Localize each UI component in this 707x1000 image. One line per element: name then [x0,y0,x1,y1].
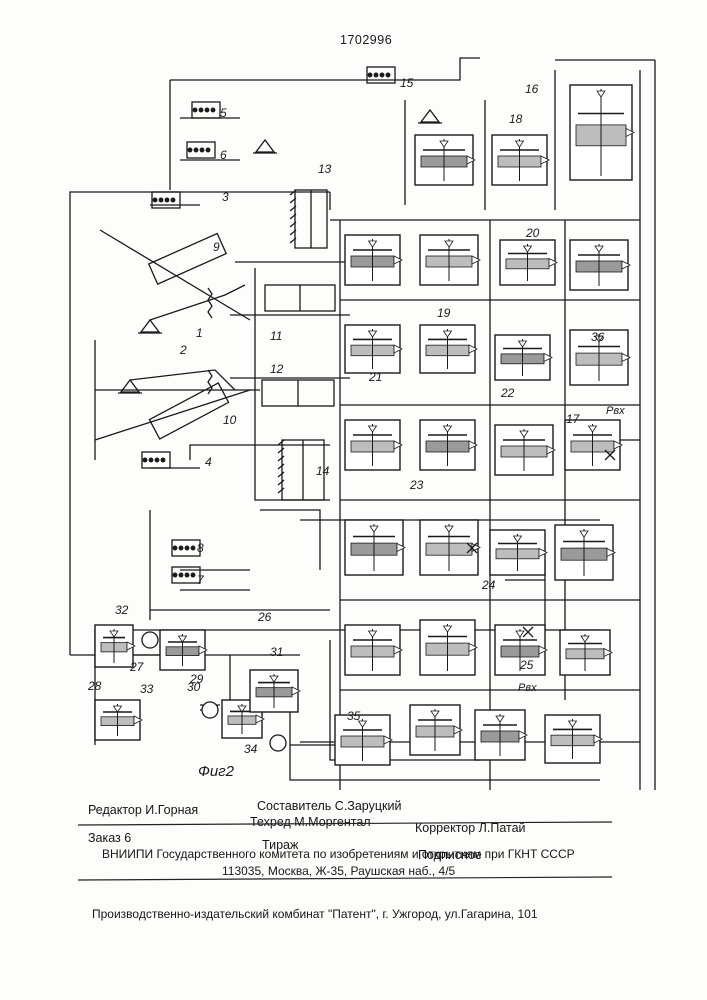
publisher-line: Производственно-издательский комбинат "П… [92,907,538,921]
ref-label-10: 10 [223,413,236,427]
logic-element [555,525,615,580]
ref-label-20: 20 [526,226,539,240]
logic-element [420,325,477,373]
logic-element [565,420,622,470]
logic-element [335,715,392,765]
logic-element [250,670,300,712]
ref-label-5: 5 [220,106,227,120]
logic-element [345,520,405,575]
ref-label-25: 25 [520,658,533,672]
logic-element [420,235,480,285]
corrector-line: Корректор Л.Патай [415,821,526,835]
logic-element [490,530,547,575]
ref-label-35: 35 [347,709,360,723]
logic-element [160,630,207,670]
ref-label-22: 22 [501,386,514,400]
logic-element [410,705,462,755]
logic-element [560,630,612,675]
ref-label-33: 33 [140,682,153,696]
ref-label-17: 17 [566,412,579,426]
techred-line: Техред М.Моргентал [250,815,371,829]
pneumatic-schematic [0,0,707,790]
logic-element [570,240,630,290]
ref-label-4: 4 [205,455,212,469]
logic-element [420,420,477,470]
ref-label-28: 28 [88,679,101,693]
ref-label-34: 34 [244,742,257,756]
ref-label-15: 15 [400,76,413,90]
logic-element [345,235,402,285]
figure-caption: Фиг2 [198,763,234,780]
logic-element [95,625,135,667]
logic-element [415,135,475,185]
ref-label-18: 18 [509,112,522,126]
ref-label-26: 26 [258,610,271,624]
ref-label-12: 12 [270,362,283,376]
logic-element [495,335,552,380]
ref-label-32: 32 [115,603,128,617]
logic-element [475,710,527,760]
ref-label-9: 9 [213,240,220,254]
order-line: Заказ 6 [88,831,131,845]
ref-label-19: 19 [437,306,450,320]
ref-label-14: 14 [316,464,329,478]
ref-label-23: 23 [410,478,423,492]
ref-label-21: 21 [369,370,382,384]
pressure-label: Pвх [518,682,537,694]
logic-element [345,625,402,675]
ref-label-2: 2 [180,343,187,357]
compiler-line: Составитель С.Заруцкий [257,799,401,813]
ref-label-8: 8 [197,541,204,555]
logic-element [95,700,142,740]
ref-label-11: 11 [270,329,282,343]
ref-label-6: 6 [220,148,227,162]
logic-element [345,420,402,470]
ref-label-27: 27 [130,660,143,674]
logic-element [345,325,402,373]
pressure-label: Pвх [606,405,625,417]
organization-line: ВНИИПИ Государственного комитета по изоб… [102,847,575,861]
logic-element [500,240,557,285]
ref-label-24: 24 [482,578,495,592]
ref-label-3: 3 [222,190,229,204]
logic-element [420,620,477,675]
ref-label-16: 16 [525,82,538,96]
ref-label-36: 36 [591,330,604,344]
ref-label-1: 1 [196,326,203,340]
logic-element [495,425,555,475]
ref-label-7: 7 [197,573,204,587]
address-line: 113035, Москва, Ж-35, Раушская наб., 4/5 [222,864,455,878]
editor-line: Редактор И.Горная [88,803,198,817]
ref-label-30: 30 [187,680,200,694]
logic-element [570,85,634,180]
logic-element [492,135,549,185]
ref-label-31: 31 [270,645,283,659]
ref-label-13: 13 [318,162,331,176]
logic-element [545,715,602,763]
